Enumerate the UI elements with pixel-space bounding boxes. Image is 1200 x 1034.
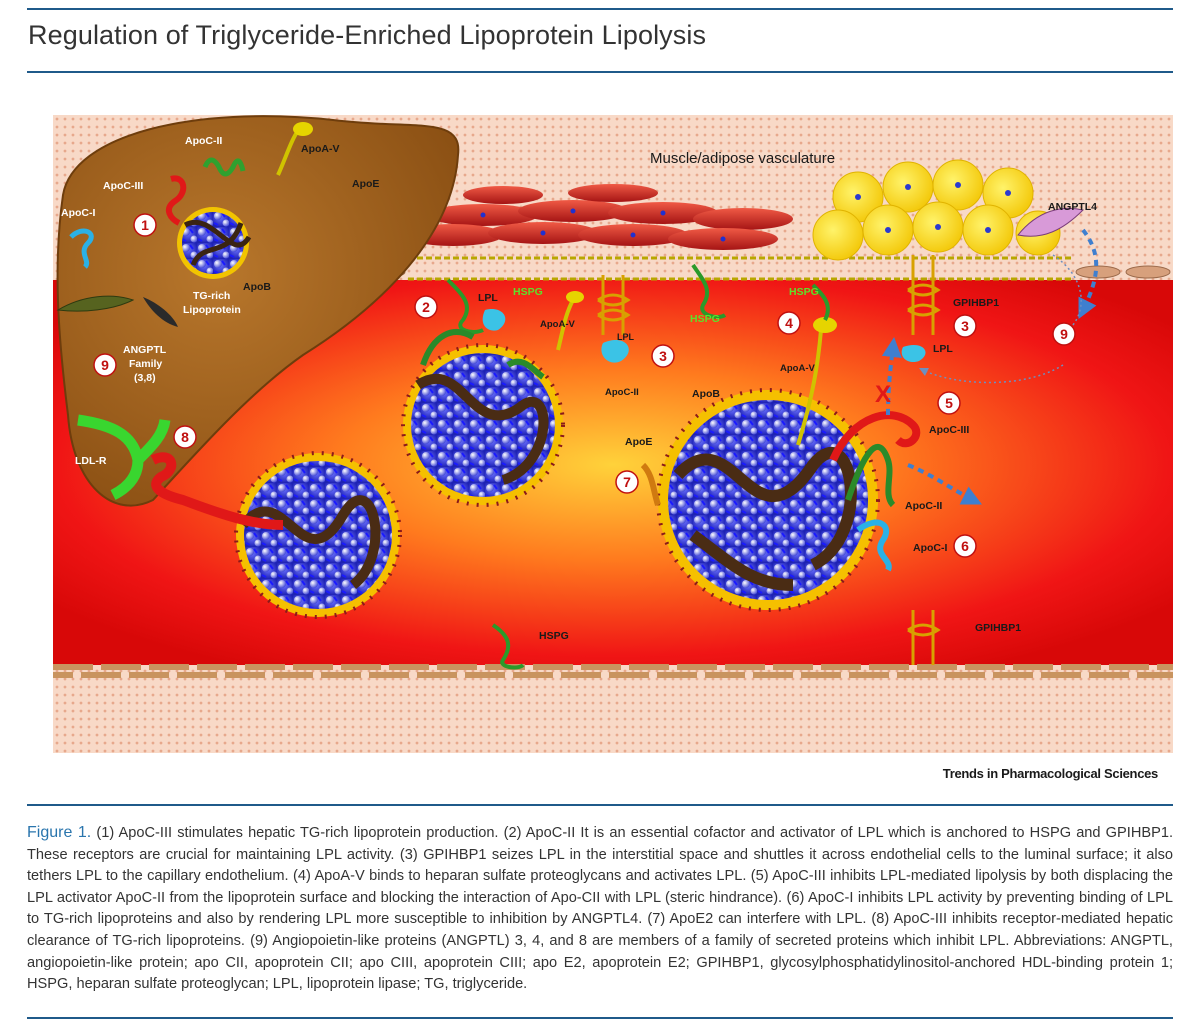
- step-5: 5: [945, 395, 953, 411]
- label-apob-liver: ApoB: [243, 281, 271, 293]
- label-apoa5-1: ApoA-V: [540, 319, 575, 330]
- journal-credit: Trends in Pharmacological Sciences: [942, 766, 1159, 781]
- gpihbp1-shape-2: [907, 255, 941, 335]
- caption-text: (1) ApoC-III stimulates hepatic TG-rich …: [27, 825, 1174, 993]
- label-tg-rich: TG-rich: [193, 290, 230, 302]
- inhibition-x-mark: X: [875, 381, 891, 408]
- apoc3-shape-ldlr: [150, 452, 284, 530]
- angptl-shape-2: [143, 297, 178, 327]
- apoc2-shape-right: [845, 444, 896, 508]
- apoc1-shape-liver: [69, 228, 94, 269]
- label-apoc2-lumen: ApoC-II: [605, 387, 639, 398]
- lpl-shape-3: [901, 345, 926, 363]
- label-angptl-2: Family: [129, 358, 162, 370]
- label-apoe-lumen: ApoE: [625, 436, 652, 448]
- hspg-shape-2: [691, 263, 727, 319]
- step-markers: 1 2 3 3 4 5 6 7 8 9 9: [93, 213, 1076, 558]
- label-apoa5-2: ApoA-V: [780, 363, 815, 374]
- caption-rule-top: [27, 804, 1173, 806]
- step-6: 6: [961, 538, 969, 554]
- lipolysis-diagram: Muscle/adipose vasculature ApoC-II ApoA-…: [53, 115, 1173, 753]
- bottom-endothelium: [53, 664, 1173, 678]
- region-label: Muscle/adipose vasculature: [650, 150, 835, 167]
- caption-rule-bottom: [27, 1017, 1173, 1019]
- label-hspg-1: HSPG: [513, 286, 543, 298]
- label-apoe-liver: ApoE: [352, 178, 379, 190]
- step-3a: 3: [659, 348, 667, 364]
- step-3b: 3: [961, 318, 969, 334]
- title-rule: [27, 71, 1173, 73]
- apoa5-shape-2: [796, 329, 823, 446]
- gpihbp1-lpl-arrow: [881, 337, 902, 416]
- lipoprotein-left: [234, 451, 402, 619]
- angptl4-loop-curve: [1052, 254, 1082, 326]
- label-gpihbp1-2: GPIHBP1: [975, 622, 1021, 634]
- label-apoc3-liver: ApoC-III: [103, 180, 143, 192]
- step-8: 8: [181, 429, 189, 445]
- step-9a: 9: [101, 357, 109, 373]
- label-angptl-3: (3,8): [134, 372, 156, 384]
- step-4: 4: [785, 315, 793, 331]
- lipoprotein-middle: [401, 343, 565, 507]
- lpl-shape-1: [482, 309, 506, 331]
- page-title: Regulation of Triglyceride-Enriched Lipo…: [28, 20, 707, 50]
- liver: [56, 115, 460, 507]
- gpihbp1-shape-3: [907, 610, 941, 665]
- label-apoa5-liver: ApoA-V: [301, 143, 340, 155]
- apoc3-shape-liver: [165, 175, 187, 226]
- liver-lipoprotein: [177, 207, 252, 279]
- label-angptl-1: ANGPTL: [123, 344, 167, 356]
- label-lipoprotein: Lipoprotein: [183, 304, 241, 316]
- angptl-shape-1: [56, 295, 135, 312]
- label-lpl-3: LPL: [933, 343, 953, 355]
- muscle-fibers: [403, 184, 793, 250]
- label-angptl4: ANGPTL4: [1048, 201, 1097, 213]
- gpihbp1-shape-1: [597, 275, 631, 335]
- label-apoc1-right: ApoC-I: [913, 542, 947, 554]
- apoa5-shape-1: [556, 299, 575, 351]
- label-lpl-1: LPL: [478, 292, 498, 304]
- hspg-shape-3: [811, 283, 830, 321]
- apoc1-shape-right: [856, 519, 892, 572]
- apoc3-shape-lumen: [829, 411, 921, 462]
- hspg-shape-1: [446, 278, 484, 334]
- label-hspg-3: HSPG: [789, 286, 819, 298]
- label-apoc1-liver: ApoC-I: [61, 207, 95, 219]
- angptl4-inhibition-curve: [918, 364, 1064, 384]
- apoc3-displacement-arrow: [907, 463, 982, 505]
- ldlr-shape: [77, 414, 171, 500]
- step-2: 2: [422, 299, 430, 315]
- label-lpl-2: LPL: [617, 332, 635, 342]
- label-apoc2-liver: ApoC-II: [185, 135, 222, 147]
- lipoprotein-right: [656, 388, 880, 612]
- label-hspg-4: HSPG: [539, 630, 569, 642]
- label-gpihbp1-1: GPIHBP1: [953, 297, 999, 309]
- step-7: 7: [623, 474, 631, 490]
- apoe-shape-right: [640, 462, 661, 506]
- apoc2-shape-lumen: [420, 329, 545, 380]
- label-apoc3-lumen: ApoC-III: [929, 424, 969, 436]
- angptl4-shape: [1017, 207, 1084, 237]
- adipocytes: [812, 159, 1061, 261]
- lpl-shape-2: [601, 339, 629, 363]
- label-hspg-2: HSPG: [690, 313, 720, 325]
- apoc2-shape-liver: [202, 157, 246, 177]
- step-1: 1: [141, 217, 149, 233]
- label-ldlr: LDL-R: [75, 455, 107, 467]
- label-apob-lumen: ApoB: [692, 388, 720, 400]
- hspg-shape-4: [491, 623, 525, 670]
- label-apoc2-right: ApoC-II: [905, 500, 942, 512]
- figure-caption: Figure 1. (1) ApoC-III stimulates hepati…: [27, 822, 1173, 996]
- top-rule: [27, 8, 1173, 10]
- figure-label: Figure 1.: [27, 824, 92, 841]
- step-9b: 9: [1060, 326, 1068, 342]
